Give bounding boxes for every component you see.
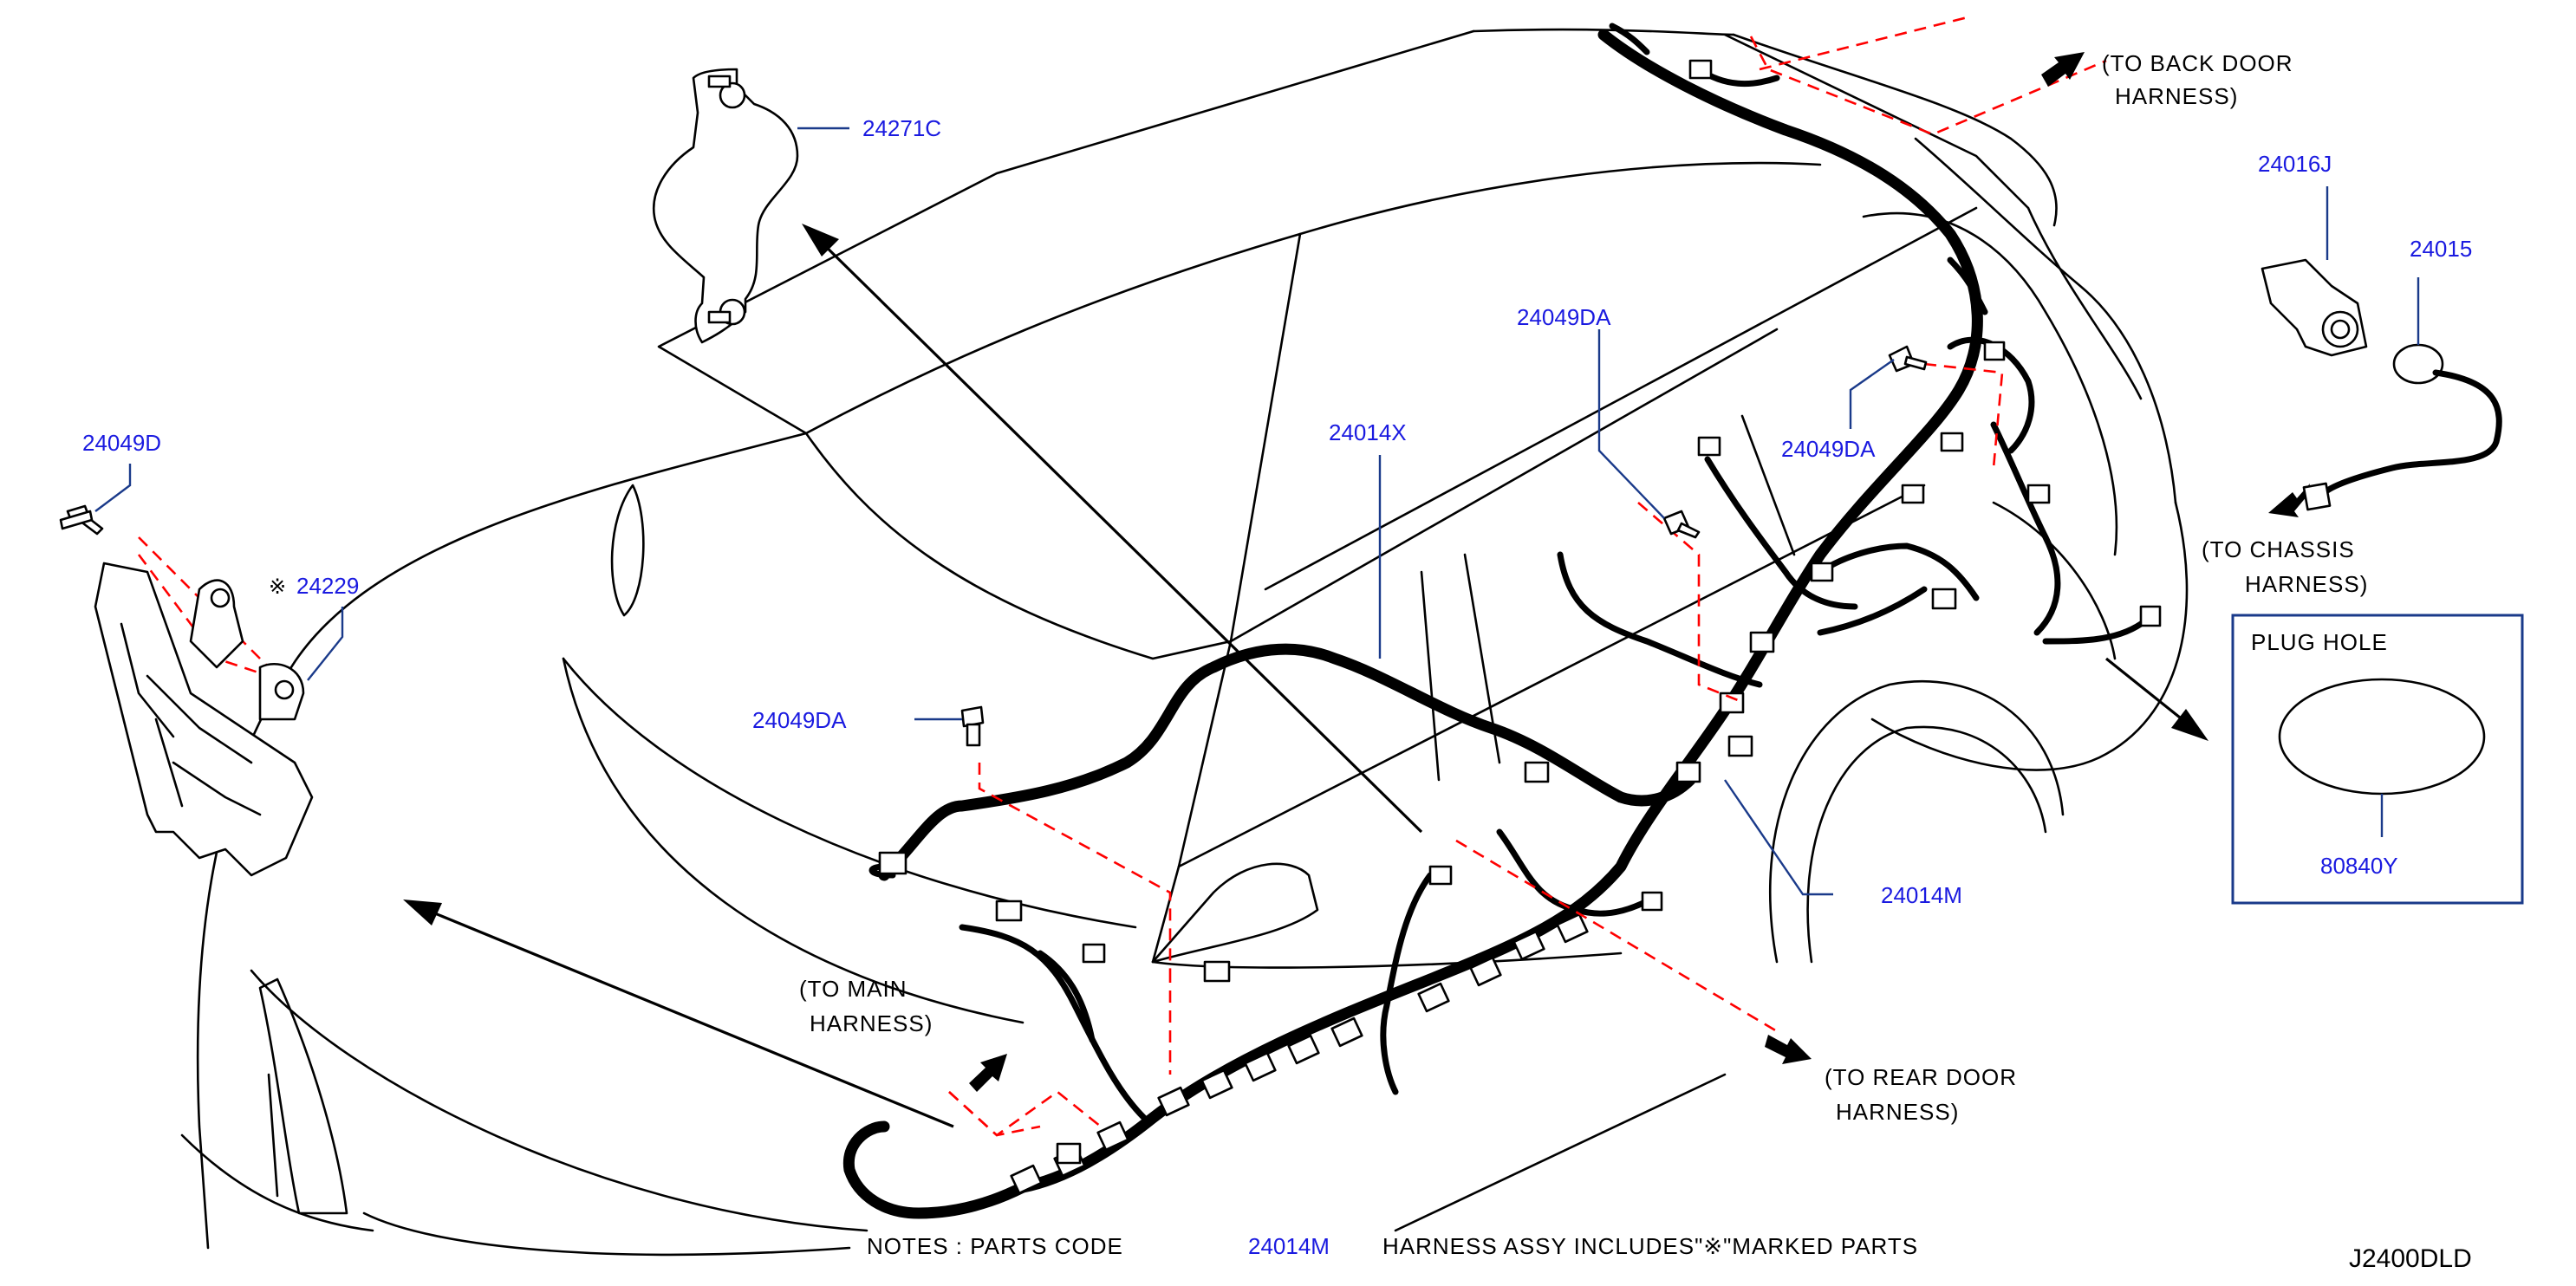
callout-chassis-line2: HARNESS) xyxy=(2245,571,2368,597)
callout-texts: (TO BACK DOOR HARNESS) (TO CHASSIS HARNE… xyxy=(799,50,2388,1125)
label-24049da-left: 24049DA xyxy=(752,707,847,733)
plug-hole-shape xyxy=(2278,678,2486,796)
label-24015: 24015 xyxy=(2410,236,2472,262)
part-24271c-bracket xyxy=(652,68,799,344)
callout-back-door-line2: HARNESS) xyxy=(2115,83,2238,109)
vehicle-body-outline xyxy=(180,28,2189,1257)
notes-suffix: HARNESS ASSY INCLUDES"※"MARKED PARTS xyxy=(1382,1233,1918,1259)
part-24049da-bolt-left xyxy=(960,705,985,747)
callout-chassis-line1: (TO CHASSIS xyxy=(2202,536,2355,562)
part-labels: 24271C 24049D ※ 24229 24014X 24049DA 240… xyxy=(82,115,2472,908)
notes-prefix: NOTES : PARTS CODE xyxy=(867,1233,1123,1259)
notes: NOTES : PARTS CODE 24014M HARNESS ASSY I… xyxy=(867,1233,2472,1273)
label-24229-mark: ※ xyxy=(269,575,286,599)
callout-arrows xyxy=(969,52,2310,1092)
callout-main-line1: (TO MAIN xyxy=(799,976,907,1002)
label-24014x: 24014X xyxy=(1329,419,1407,445)
leader-lines xyxy=(94,127,2420,896)
label-24271c: 24271C xyxy=(862,115,941,141)
callout-rear-door-line1: (TO REAR DOOR xyxy=(1825,1064,2017,1090)
pointer-arrows xyxy=(403,224,2208,1128)
diagram-code: J2400DLD xyxy=(2349,1244,2472,1273)
part-24049da-bolt-top xyxy=(1888,345,1928,373)
plug-hole-title: PLUG HOLE xyxy=(2251,629,2388,655)
label-24229: 24229 xyxy=(296,573,359,599)
label-24049da-top: 24049DA xyxy=(1517,304,1611,330)
label-24049da-mid: 24049DA xyxy=(1781,436,1876,462)
back-door-arrow xyxy=(2041,52,2085,87)
label-80840y: 80840Y xyxy=(2320,853,2398,879)
part-24229-bracket xyxy=(94,562,314,877)
label-24014m: 24014M xyxy=(1881,882,1962,908)
notes-code: 24014M xyxy=(1248,1233,1330,1259)
part-24015-grommet xyxy=(2302,343,2502,511)
part-24016j-connector xyxy=(2261,258,2368,357)
part-24049da-bolt-mid xyxy=(1662,510,1701,539)
part-24049d-bolt xyxy=(59,504,104,536)
callout-rear-door-line2: HARNESS) xyxy=(1836,1099,1959,1125)
plug-hole-panel xyxy=(2231,614,2524,905)
chassis-arrow xyxy=(2268,484,2310,517)
rear-door-arrow xyxy=(1765,1035,1812,1064)
trunk-connectors xyxy=(878,59,2162,1195)
label-24049d: 24049D xyxy=(82,430,161,456)
body-harness-24014x xyxy=(842,23,2162,1219)
callout-main-line2: HARNESS) xyxy=(810,1010,933,1036)
label-24016j: 24016J xyxy=(2258,151,2332,177)
callout-back-door-line1: (TO BACK DOOR xyxy=(2102,50,2293,76)
main-arrow xyxy=(969,1054,1007,1092)
